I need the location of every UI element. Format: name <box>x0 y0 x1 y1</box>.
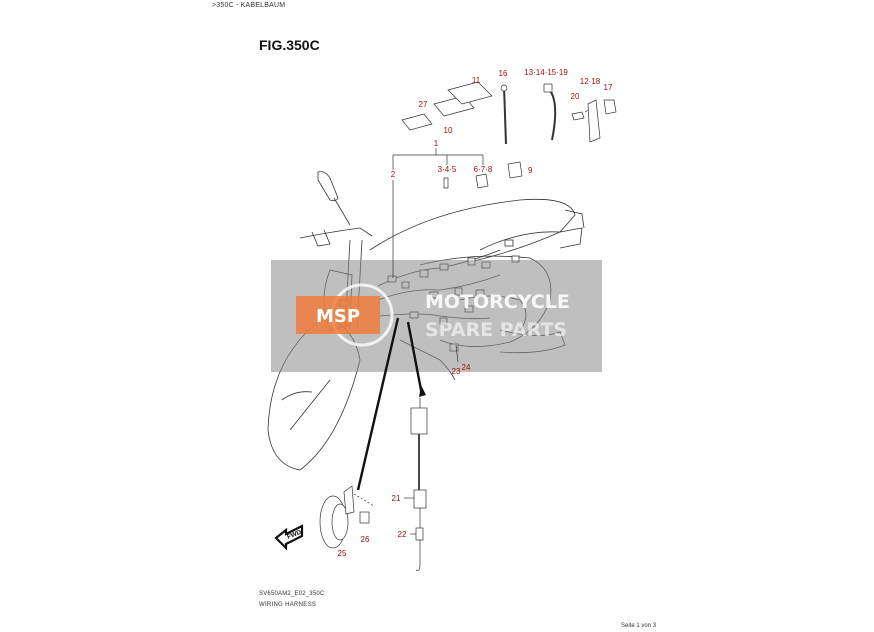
part-grommet-22 <box>415 527 424 541</box>
callout-16: 16 <box>499 69 508 78</box>
callout-2: 2 <box>391 170 396 179</box>
part-clamp-13 <box>547 87 557 141</box>
page-indicator: Seite 1 von 3 <box>621 623 657 629</box>
part-connector-9 <box>507 161 523 179</box>
callout-26: 26 <box>361 535 370 544</box>
callout-17: 17 <box>604 83 613 92</box>
callout-6: 6·7·8 <box>474 165 493 174</box>
watermark-line1: MOTORCYCLE <box>425 291 570 313</box>
part-screw-20 <box>571 111 585 121</box>
callout-9: 9 <box>528 166 533 175</box>
pointer-arrows <box>356 317 424 491</box>
figure-title: FIG.350C <box>259 37 320 53</box>
part-switch-21 <box>413 489 427 509</box>
accessory-parts <box>319 81 617 571</box>
part-coupler <box>410 407 428 435</box>
callout-10: 10 <box>444 126 453 135</box>
callout-11: 11 <box>472 76 481 85</box>
drawing-subtitle: WIRING HARNESS <box>259 602 317 608</box>
callout-labels: 1 2 3·4·5 6·7·8 9 10 11 12·18 13·14·15·1… <box>338 68 613 558</box>
callout-1: 1 <box>434 139 439 148</box>
callout-13: 13·14·15·19 <box>524 68 568 77</box>
part-terminal-3 <box>443 177 449 189</box>
callout-20: 20 <box>571 92 580 101</box>
watermark-badge <box>296 296 380 334</box>
callout-22: 22 <box>398 530 407 539</box>
fwd-arrow-icon: FWD <box>274 524 304 551</box>
part-bolt-26 <box>359 511 370 524</box>
part-clip-12 <box>587 99 601 143</box>
callout-27: 27 <box>419 100 428 109</box>
part-clip-17 <box>603 99 617 115</box>
watermark-line2: SPARE PARTS <box>425 319 567 341</box>
callout-21: 21 <box>392 494 401 503</box>
callout-23: 23 <box>452 367 461 376</box>
leader-lines <box>392 107 593 535</box>
part-relay-6 <box>475 173 489 189</box>
part-pad-27 <box>401 113 433 131</box>
watermark-badge-text: MSP <box>316 306 360 327</box>
drawing-code: SV650AM2_E02_350C <box>259 591 325 597</box>
part-tie-16 <box>503 85 507 145</box>
callout-3: 3·4·5 <box>438 165 457 174</box>
callout-25: 25 <box>338 549 347 558</box>
callout-12: 12·18 <box>580 77 601 86</box>
breadcrumb: >350C - KABELBAUM <box>212 2 286 9</box>
part-pad-11 <box>447 81 493 105</box>
callout-24: 24 <box>462 363 471 372</box>
